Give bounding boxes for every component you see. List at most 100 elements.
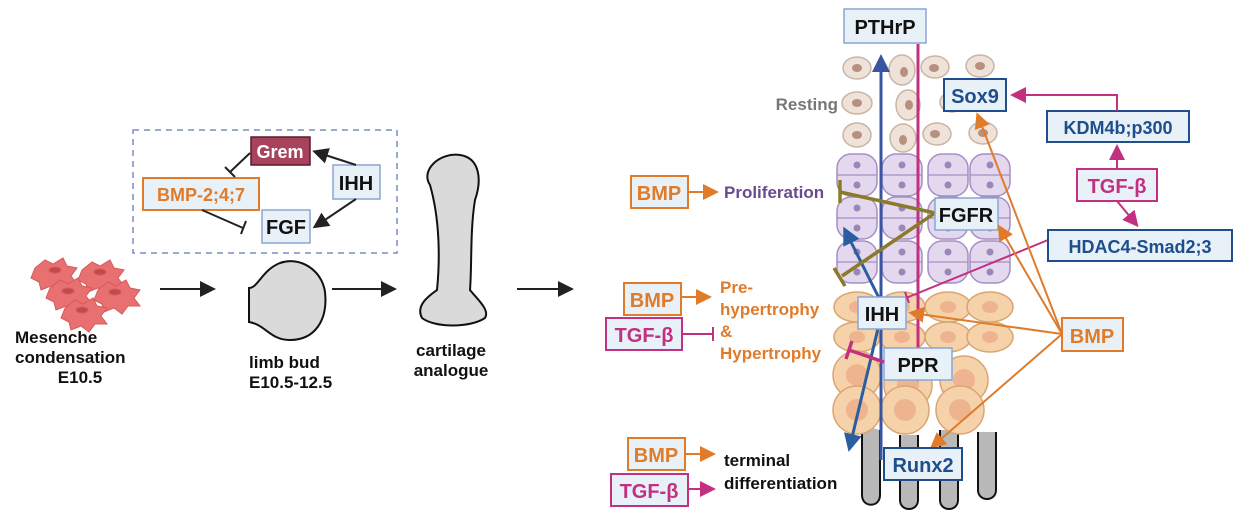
nucleus: [944, 181, 952, 189]
mesenchymal-cells-icon: [30, 257, 141, 333]
ihh-label-left: IHH: [339, 173, 373, 195]
nucleus: [940, 331, 956, 343]
bmp-box-hypertrophy: [623, 282, 682, 316]
bmp-right-arrows: [908, 112, 1063, 449]
bmp-247-box: [142, 177, 260, 211]
runx2-box: [883, 447, 963, 481]
nucleus: [894, 399, 916, 421]
grem-inhibits-bmp-bar: [224, 166, 236, 178]
ihh-to-grem-arrow: [312, 148, 357, 166]
nucleus: [944, 268, 952, 276]
ihh-to-terminal-arrow: [844, 319, 882, 452]
bmp-247-label: BMP-2;4;7: [157, 185, 245, 205]
bmp-inhibits-fgf: [201, 209, 244, 229]
nucleus: [898, 161, 906, 169]
hypertrophy-line1: Pre-: [720, 278, 753, 297]
nucleus: [940, 301, 956, 313]
stage2-line1: limb bud: [249, 353, 320, 372]
limb-bud-shape: [248, 260, 327, 342]
stage3-line1: cartilage: [416, 341, 486, 360]
bmp-to-runx2-arrow: [929, 333, 1063, 449]
resting-nuclei: [852, 62, 988, 145]
proliferation-label: Proliferation: [724, 183, 824, 202]
tgf-beta-label-terminal: TGF-β: [620, 481, 679, 503]
bmp-label-right: BMP: [1070, 326, 1114, 348]
fgfr-box: [934, 197, 999, 231]
resting-label: Resting: [776, 95, 838, 114]
limb-inset: Grem BMP-2;4;7 IHH FGF: [132, 129, 398, 254]
nucleus: [894, 331, 910, 343]
ppr-label: PPR: [897, 355, 939, 377]
nucleus: [846, 399, 868, 421]
hypertrophy-line4: Hypertrophy: [720, 344, 822, 363]
bmp-box-right: [1061, 317, 1124, 352]
nucleus: [853, 224, 861, 232]
pthrp-box: [843, 8, 927, 44]
nucleus: [986, 248, 994, 256]
bmp-label-hypertrophy: BMP: [630, 290, 674, 312]
stage1-line3: E10.5: [58, 368, 102, 387]
fgfr-inhibit-bar-2: [832, 267, 847, 287]
ppr-box: [883, 347, 953, 381]
nucleus: [849, 331, 865, 343]
ppr-inhibits-bar: [844, 340, 854, 360]
fgf-label: FGF: [266, 217, 306, 239]
nucleus: [986, 181, 994, 189]
sox9-box: [943, 78, 1007, 112]
stage1-line1: Mesenche: [15, 328, 97, 347]
pthrp-label: PTHrP: [854, 17, 915, 39]
bmp-label-proliferation: BMP: [637, 183, 681, 205]
hdac-inhibits-ihh: [905, 239, 1049, 299]
bmp-box-terminal: [627, 437, 686, 471]
nucleus: [982, 331, 998, 343]
tgf-beta-label-hypertrophy: TGF-β: [615, 325, 674, 347]
tgf-beta-label-right: TGF-β: [1088, 176, 1147, 198]
stage3-line2: analogue: [414, 361, 489, 380]
nucleus: [853, 268, 861, 276]
grem-box: [250, 136, 311, 166]
grem-label: Grem: [256, 142, 303, 162]
terminal-line2: differentiation: [724, 474, 837, 493]
bmp-inhibits-fgf-bar: [240, 220, 247, 235]
nucleus: [846, 364, 868, 386]
grem-inhibits-bmp: [229, 152, 251, 173]
hypertrophy-line2: hypertrophy: [720, 300, 820, 319]
nucleus: [898, 248, 906, 256]
sox9-label: Sox9: [951, 86, 999, 108]
stage1-line2: condensation: [15, 348, 126, 367]
bmp-box-proliferation: [630, 175, 689, 209]
nucleus: [949, 399, 971, 421]
nucleus: [898, 268, 906, 276]
kdm-to-sox9-arrow: [1010, 87, 1118, 111]
hdac-inhibits-ihh-bar: [904, 291, 910, 304]
kdm4b-p300-box: [1046, 110, 1190, 143]
hdac4-smad-box: [1047, 229, 1233, 262]
ihh-box-left: [332, 164, 381, 200]
tgf-to-hdac-arrow: [1116, 200, 1139, 228]
nucleus: [853, 204, 861, 212]
hypertrophy-line3: &: [720, 322, 732, 341]
fgf-box: [261, 209, 311, 244]
nucleus: [944, 248, 952, 256]
nucleus: [982, 301, 998, 313]
fgfr-label: FGFR: [939, 205, 994, 227]
nucleus: [986, 268, 994, 276]
nucleus: [853, 161, 861, 169]
bmp-to-fgfr-arrow: [997, 224, 1063, 335]
ihh-box-right: [857, 296, 907, 330]
nucleus: [986, 161, 994, 169]
nucleus: [898, 181, 906, 189]
inset-dashed-frame: [132, 129, 398, 254]
bmp-label-terminal: BMP: [634, 445, 678, 467]
nucleus: [898, 224, 906, 232]
bmp-to-ihh-arrow: [908, 306, 1063, 335]
ihh-label-right: IHH: [865, 304, 899, 326]
ihh-to-proliferation-arrow: [843, 226, 882, 301]
stage2-line2: E10.5-12.5: [249, 373, 332, 392]
bmp-to-sox9-arrow: [974, 112, 1063, 335]
ppr-inhibits-hypertrophy: [848, 348, 885, 364]
ihh-to-fgf-arrow: [312, 198, 357, 229]
hdac4-smad-label: HDAC4-Smad2;3: [1068, 237, 1211, 257]
nucleus: [944, 161, 952, 169]
